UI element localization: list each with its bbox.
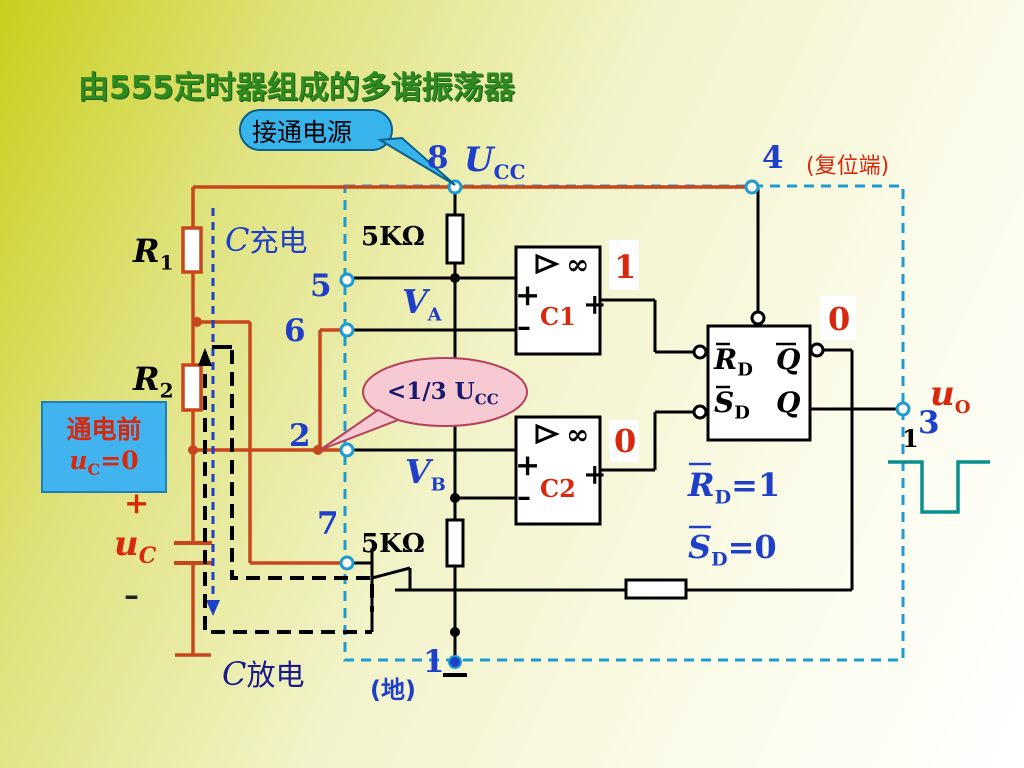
c2-output-value: 0 — [614, 422, 637, 460]
va-label: VA — [402, 282, 442, 326]
ground-label: (地) — [370, 676, 416, 704]
pin-8-label: 8 — [427, 140, 449, 176]
pin-4 — [744, 179, 760, 195]
c2-out-plus: + — [583, 458, 607, 491]
pin-3-label: 3 — [918, 405, 940, 441]
ucc-label: UCC — [464, 140, 526, 184]
pin-1 — [448, 655, 462, 669]
resistor-5k-top-label: 5KΩ — [361, 222, 425, 252]
c1-minus: – — [517, 310, 531, 343]
junction-dot — [313, 445, 323, 455]
r1-label: R1 — [133, 232, 174, 275]
pin-2-label: 2 — [289, 418, 311, 454]
resistor-r2 — [181, 363, 203, 412]
resistor-feedback — [624, 578, 688, 600]
pin-5-label: 5 — [310, 268, 332, 304]
threshold-callout: <1/3 UCC — [387, 378, 499, 409]
uc-label: uC — [114, 524, 157, 569]
c1-output-value: 1 — [614, 248, 637, 286]
junction-dot — [188, 445, 198, 455]
c2-minus: – — [517, 480, 531, 513]
resistor-5k-bottom-label: 5KΩ — [361, 529, 425, 559]
discharge-arrow — [198, 348, 212, 366]
discharge-path-outer — [203, 352, 372, 634]
c2-label: C2 — [540, 474, 576, 503]
rd-equation: RD=1 — [688, 466, 781, 509]
uc-minus: – — [124, 578, 139, 613]
uo-label: uO — [930, 374, 971, 418]
ff-qbar: Q — [776, 343, 801, 376]
power-callout: 接通电源 — [252, 118, 353, 147]
c2-inf: ∞ — [566, 418, 590, 451]
sd-equation: SD=0 — [688, 528, 777, 571]
reset-label: (复位端) — [806, 154, 890, 179]
pins — [339, 179, 911, 571]
pin-3 — [895, 401, 911, 417]
pin-6-label: 6 — [284, 313, 306, 349]
discharge-label: C放电 — [222, 655, 305, 693]
pin-5 — [339, 272, 355, 288]
op-amp-symbol — [535, 423, 560, 445]
output-waveform — [888, 460, 990, 514]
c1-plus: + — [515, 278, 541, 313]
charge-arrow — [206, 600, 220, 616]
uc-plus: + — [124, 486, 150, 521]
c1-out-plus: + — [583, 288, 607, 321]
pin-6 — [339, 322, 355, 338]
pin-2 — [339, 442, 355, 458]
pin-7 — [339, 555, 355, 571]
resistor-r1 — [181, 226, 203, 274]
ff-sd: SD — [714, 386, 750, 424]
threshold-callout-shape — [319, 357, 528, 451]
before-power-note: 通电前 uC=0 — [66, 415, 142, 479]
r2-label: R2 — [133, 360, 174, 403]
ff-q: Q — [776, 386, 801, 419]
output-level-label: 1 — [902, 424, 919, 453]
ff-q-value: 0 — [828, 300, 851, 338]
c1-label: C1 — [540, 302, 576, 331]
junction-dot — [192, 317, 202, 327]
op-amp-symbol — [535, 253, 560, 275]
ff-rd: RD — [714, 343, 753, 381]
power-callout-shape — [239, 109, 456, 186]
pin-7-label: 7 — [317, 506, 339, 542]
pin-1-label: 1 — [423, 644, 445, 680]
comparator-c1 — [514, 245, 602, 356]
page-title: 由555定时器组成的多谐振荡器 — [78, 70, 515, 106]
before-power-box — [41, 401, 167, 493]
comparator-c2 — [514, 415, 602, 526]
resistor-5k-bottom — [445, 518, 465, 568]
c2-plus: + — [515, 448, 541, 483]
c1-inf: ∞ — [566, 248, 590, 281]
charge-label: C充电 — [225, 221, 308, 259]
resistor-5k-top — [445, 213, 465, 265]
discharge-path — [230, 350, 374, 612]
vb-label: VB — [405, 452, 446, 496]
pin-4-label: 4 — [762, 140, 784, 176]
